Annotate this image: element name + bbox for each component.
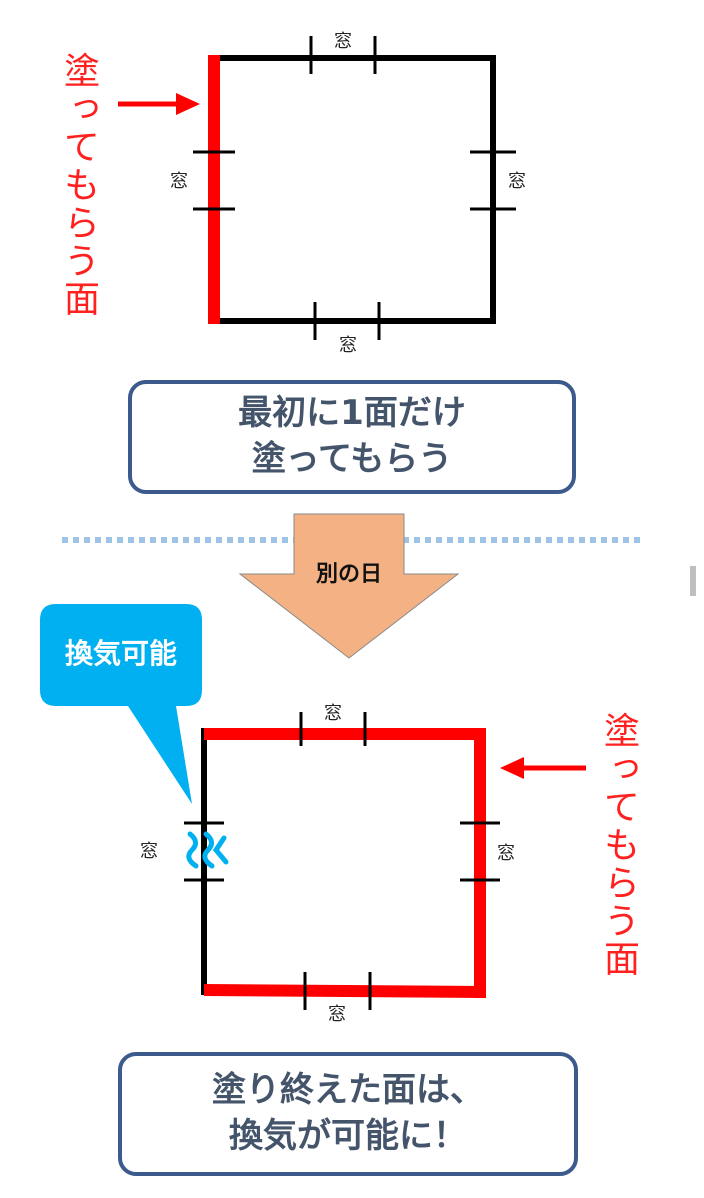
top-caption-line2: 塗ってもらう	[251, 439, 453, 479]
airflow-wave-icon	[186, 831, 229, 869]
bottom-window-bottom-ticks	[303, 972, 372, 1010]
top-window-label-right: 窓	[508, 171, 526, 192]
top-window-label-left: 窓	[170, 171, 188, 192]
top-painted-arrow-icon	[118, 93, 200, 115]
bubble-label: 換気可能	[64, 637, 177, 670]
bottom-window-right-ticks	[460, 821, 500, 882]
arrow-label: 別の日	[315, 562, 382, 587]
bottom-window-label-bottom: 窓	[328, 1004, 346, 1025]
side-marker	[690, 566, 696, 596]
top-window-bottom-ticks	[313, 302, 381, 340]
bottom-painted-label: 塗ってもらう面	[598, 712, 639, 978]
airflow-speech-bubble	[40, 604, 202, 804]
top-window-right-ticks	[470, 150, 516, 211]
top-painted-label: 塗ってもらう面	[58, 52, 99, 318]
bottom-caption-line2: 換気が可能に！	[229, 1116, 467, 1156]
bottom-window-label-left: 窓	[140, 841, 158, 862]
top-window-label-top: 窓	[334, 31, 352, 52]
top-window-top-ticks	[309, 36, 377, 74]
bottom-window-left-ticks	[184, 821, 224, 882]
down-arrow-icon	[238, 513, 460, 659]
bottom-window-top-ticks	[299, 712, 367, 746]
top-window-left-ticks	[193, 150, 235, 211]
bottom-painted-arrow-icon	[500, 757, 586, 779]
bottom-window-label-top: 窓	[324, 703, 342, 724]
top-caption-line1: 最初に1面だけ	[238, 393, 466, 434]
top-window-label-bottom: 窓	[339, 335, 357, 356]
bottom-caption-box: 塗り終えた面は、 換気が可能に！	[118, 1052, 578, 1176]
bottom-caption-line1: 塗り終えた面は、	[212, 1070, 484, 1111]
divider-and-arrow	[62, 513, 696, 659]
bottom-floor-plan	[40, 604, 586, 1010]
bottom-window-label-right: 窓	[497, 843, 515, 864]
top-caption-box: 最初に1面だけ 塗ってもらう	[128, 380, 576, 494]
bottom-wall-bottom-painted	[203, 984, 487, 998]
top-floor-plan	[118, 36, 516, 340]
